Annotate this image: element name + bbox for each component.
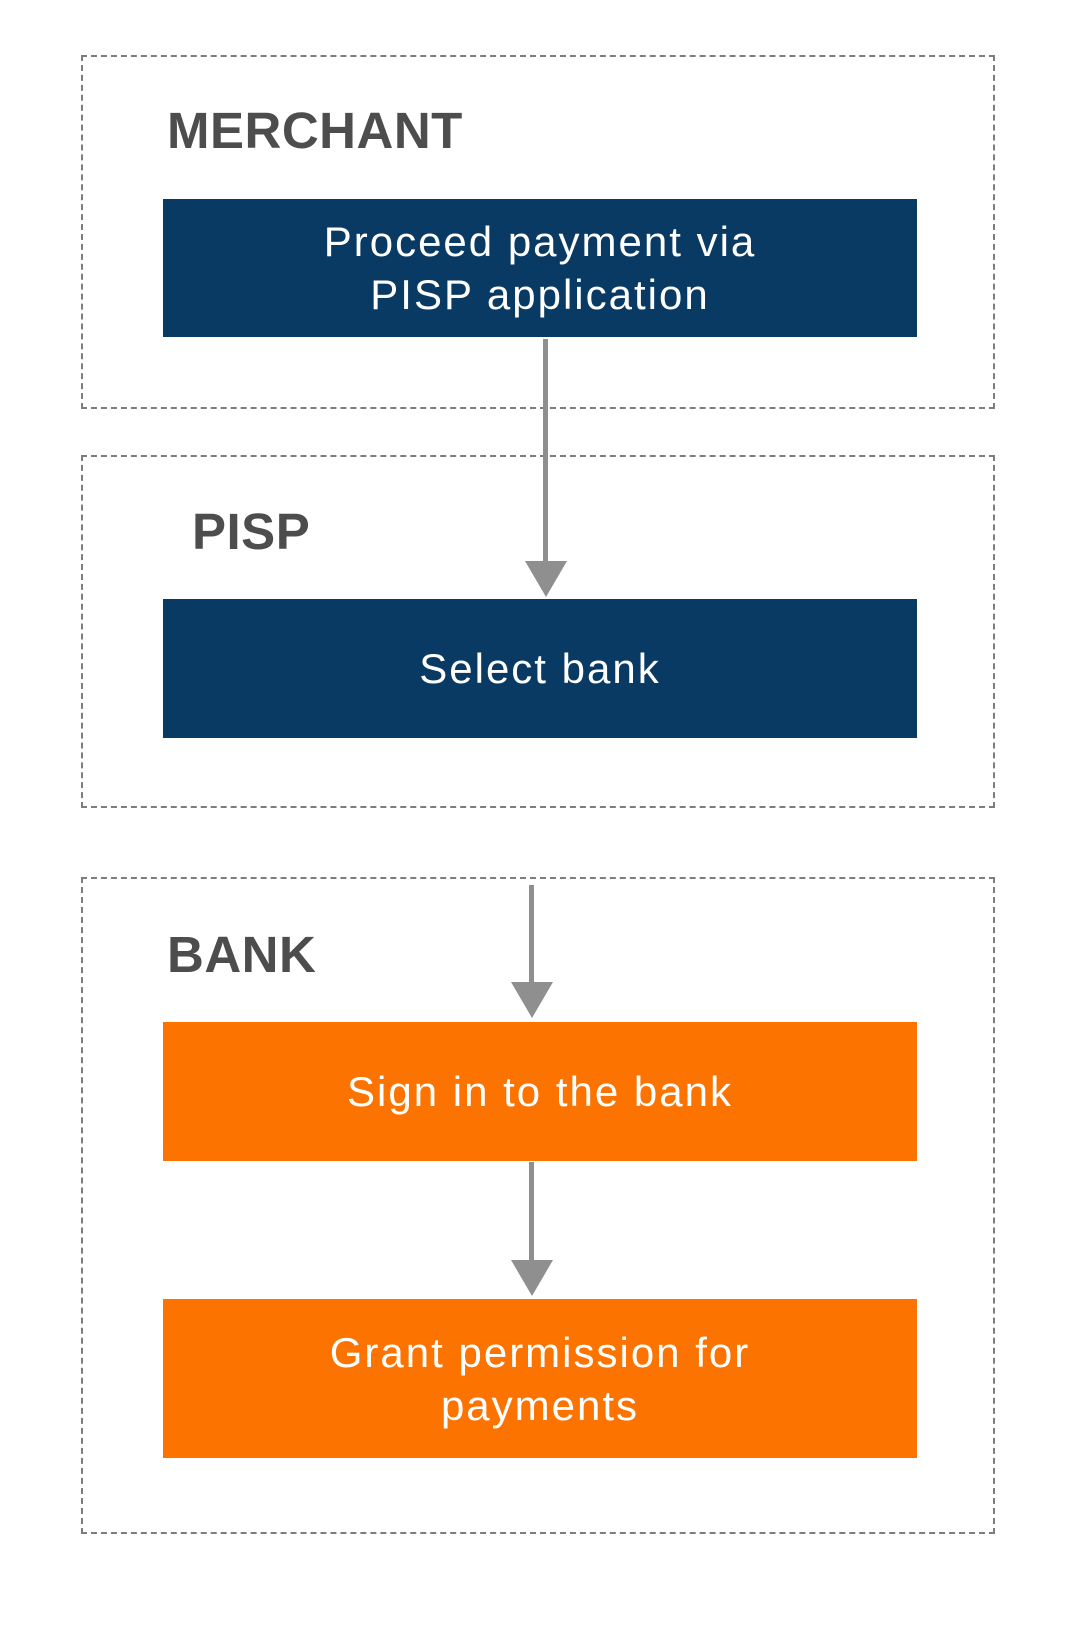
bank-lane-title: BANK [167, 926, 317, 983]
step-proceed-payment-via-pisp: Proceed payment via PISP application [163, 199, 917, 337]
pisp-lane-title: PISP [192, 503, 311, 560]
step-sign-in-to-bank: Sign in to the bank [163, 1022, 917, 1161]
step-label: Select bank [419, 645, 661, 692]
down-arrow-icon [511, 982, 553, 1018]
merchant-lane-title: MERCHANT [167, 102, 463, 159]
step-label: Sign in to the bank [347, 1068, 733, 1115]
merchant-lane: MERCHANT [81, 55, 995, 409]
connector-line [529, 1162, 534, 1262]
connector-line [543, 339, 548, 563]
step-label: Grant permission for payments [329, 1328, 751, 1429]
step-label: Proceed payment via PISP application [323, 218, 757, 318]
pisp-lane: PISP [81, 455, 995, 808]
down-arrow-icon [511, 1260, 553, 1296]
down-arrow-icon [525, 561, 567, 597]
bank-lane: BANK [81, 877, 995, 1534]
connector-line [529, 885, 534, 984]
step-select-bank: Select bank [163, 599, 917, 738]
step-grant-permission: Grant permission for payments [163, 1299, 917, 1458]
